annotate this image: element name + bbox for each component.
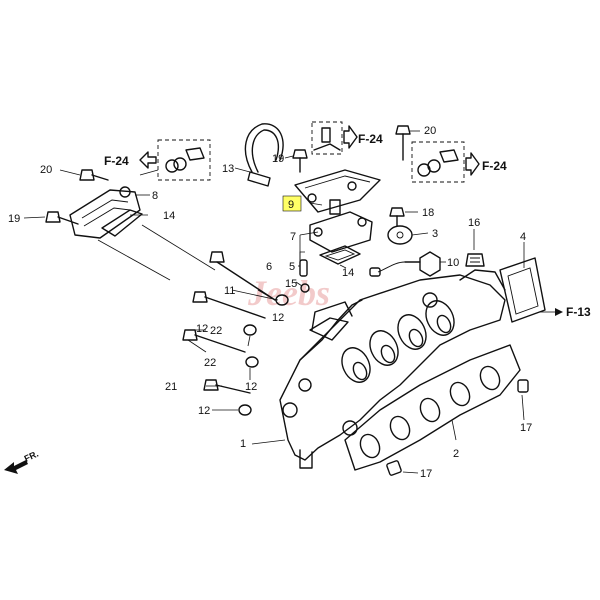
callout-14b: 14 [342,267,354,279]
callout-12d: 12 [198,405,210,417]
svg-text:FR.: FR. [23,449,40,464]
ref-f24-left[interactable]: F-24 [104,151,157,169]
callout-19a: 19 [8,213,20,225]
callout-12b: 12 [196,323,208,335]
callout-1: 1 [240,438,246,450]
bracket-13[interactable] [244,123,284,187]
callout-19b: 19 [272,153,284,165]
egr-cover[interactable] [69,186,141,239]
callout-18: 18 [422,207,434,219]
callout-22a: 22 [210,325,222,337]
bolt-20-top[interactable] [395,125,411,161]
callout-21: 21 [165,381,177,393]
nut-15[interactable] [300,283,310,293]
callout-20a: 20 [40,164,52,176]
bolt-19-top[interactable] [292,149,308,173]
washer-12-d[interactable] [238,404,252,416]
manifold-gasket[interactable] [344,344,521,471]
bolt-22-upper[interactable] [192,291,266,319]
gasket-14-center[interactable] [319,245,361,265]
leader-lines [23,130,525,474]
stud-17-lower[interactable] [386,460,402,476]
svg-text:F-24: F-24 [104,154,129,168]
bolt-18[interactable] [389,207,405,227]
callout-9-highlight [282,195,302,212]
outlet-gasket[interactable] [499,257,546,323]
callout-10: 10 [447,257,459,269]
callout-15: 15 [285,278,297,290]
egr-valve-body[interactable] [309,199,373,253]
callout-9: 9 [288,199,294,211]
callout-3: 3 [432,228,438,240]
callout-2: 2 [453,448,459,460]
callout-11: 11 [224,285,235,297]
drain-plug[interactable] [465,253,485,267]
callout-17a: 17 [520,422,532,434]
front-direction-marker: FR. [4,449,40,474]
callout-12a: 12 [272,312,284,324]
bolt-21[interactable] [203,379,251,394]
washer-12-a[interactable] [275,294,289,306]
egr-valve-plate[interactable] [294,169,381,213]
callout-labels: 1 2 3 4 5 6 7 8 9 10 11 12 12 12 12 13 1… [8,125,532,480]
callout-17b: 17 [420,468,432,480]
washer-12-b[interactable] [243,324,257,336]
gasket-14-left[interactable] [101,209,143,237]
hose-clamp-top[interactable] [311,121,343,155]
stud-17-right[interactable] [517,379,529,393]
hose-clamp-left[interactable] [139,139,211,181]
svg-text:F-13: F-13 [566,305,591,319]
ref-f24-right[interactable]: F-24 [465,152,507,176]
exhaust-manifold[interactable] [279,269,506,469]
egr-pipe[interactable] [387,225,413,245]
svg-text:F-24: F-24 [482,159,507,173]
callout-16: 16 [468,217,480,229]
hose-clamp-right[interactable] [411,141,465,183]
bolt-19-left[interactable] [45,211,79,225]
callout-14a: 14 [163,210,175,222]
washer-12-c[interactable] [245,356,259,368]
oxygen-sensor[interactable] [369,251,441,277]
callout-12c: 12 [245,381,257,393]
svg-text:F-24: F-24 [358,132,383,146]
callout-22b: 22 [204,357,216,369]
callout-13: 13 [222,163,234,175]
callout-5: 5 [289,261,295,273]
bolt-20-left[interactable] [79,169,109,181]
watermark-brand: Jeebs [247,273,330,313]
callout-7: 7 [290,231,296,243]
ref-f24-top[interactable]: F-24 [343,125,383,149]
callout-6: 6 [266,261,272,273]
callout-8: 8 [152,190,158,202]
callout-20b: 20 [424,125,436,137]
ref-f13[interactable]: F-13 [540,305,591,319]
watermark: Jeebs [247,273,330,313]
callout-4: 4 [520,231,526,243]
